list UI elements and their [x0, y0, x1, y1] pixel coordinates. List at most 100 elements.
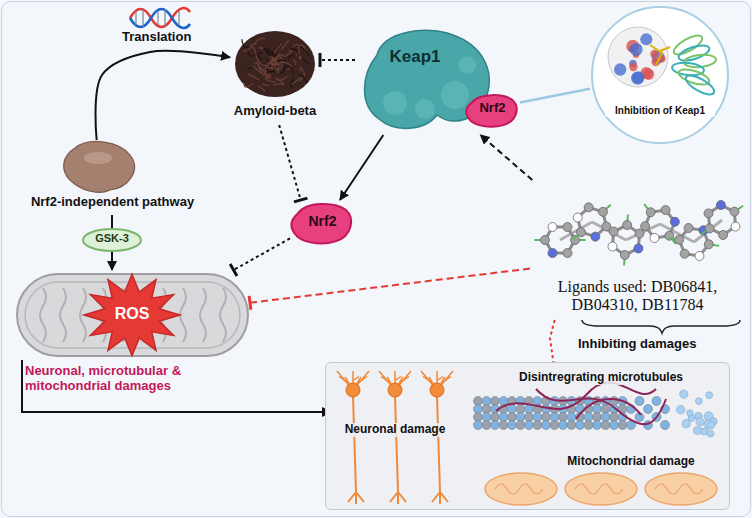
connector — [111, 252, 113, 270]
illustration-part — [632, 71, 645, 84]
illustration-part — [536, 389, 666, 424]
illustration-part — [584, 413, 593, 422]
illustration-part — [680, 249, 689, 258]
node-text: Mitochondrial damage — [551, 455, 711, 469]
illustration-part — [695, 398, 702, 405]
text-holder: Nrf2-independent pathway — [20, 195, 205, 210]
illustration-part — [482, 421, 491, 430]
damage-panel: Neuronal damage Disintregrating microtubu… — [325, 362, 730, 510]
illustration-part — [641, 222, 650, 231]
illustration-part — [576, 399, 641, 419]
illustration-part — [719, 230, 728, 239]
node-text: Ligands used: DB06841, DB04310, DB11784 — [530, 278, 745, 315]
illustration-part — [288, 55, 293, 60]
text-holder: Disintregrating microtubules — [486, 371, 716, 385]
illustration-part — [693, 427, 701, 435]
illustration-part — [567, 421, 576, 430]
neuron-group: Neuronal damage — [331, 368, 461, 506]
illustration-part — [64, 142, 135, 193]
illustration-part — [516, 421, 525, 430]
illustration-part — [282, 40, 289, 49]
illustration-part — [482, 405, 491, 414]
illustration-part — [248, 74, 259, 80]
illustration-part — [584, 421, 593, 430]
mitochondrion-ros: ROS — [15, 270, 250, 360]
text-holder: Ligands used: DB06841, DB04310, DB11784 — [530, 278, 745, 315]
illustration-part — [695, 251, 704, 260]
illustration-part — [559, 413, 568, 422]
illustration-part — [576, 421, 585, 430]
illustration-part — [634, 244, 643, 253]
illustration-part — [565, 473, 637, 505]
illustration-part — [274, 44, 281, 54]
illustration-part — [255, 38, 265, 44]
illustration-part — [235, 31, 315, 97]
node-text: Inhibition of Keap1 — [605, 105, 715, 117]
illustration-part — [244, 83, 253, 87]
illustration-part — [576, 228, 585, 237]
illustration-part — [599, 207, 608, 216]
illustration-part — [677, 42, 711, 63]
illustration-part — [286, 52, 291, 56]
illustration-part — [704, 240, 713, 249]
illustration-part — [533, 421, 542, 430]
illustration-part — [650, 233, 659, 242]
illustration-part — [618, 421, 627, 430]
illustration-part — [346, 383, 360, 397]
illustration-part — [508, 405, 517, 414]
illustration-part — [525, 413, 534, 422]
illustration-part — [635, 397, 644, 406]
illustration-part — [535, 201, 744, 266]
illustration-part — [567, 413, 576, 422]
illustration-part — [474, 382, 718, 437]
illustration-part — [276, 76, 288, 80]
illustration-part — [548, 223, 557, 232]
dna-rungs — [136, 9, 179, 27]
illustration-part — [623, 221, 632, 230]
node-text: Nrf2 — [290, 213, 355, 229]
connector — [250, 269, 530, 303]
illustration-part — [601, 405, 610, 414]
illustration-part — [629, 63, 637, 71]
illustration-part — [499, 413, 508, 422]
text-holder: Inhibition of Keap1 — [605, 105, 715, 117]
illustration-part — [705, 224, 714, 233]
illustration-part — [264, 48, 270, 56]
node-text: Nrf2 — [465, 101, 520, 116]
illustration-part — [474, 397, 483, 406]
illustration-part — [646, 208, 655, 217]
illustration-part — [277, 61, 282, 64]
curly-brace — [582, 320, 740, 333]
text-holder: Neuronal damage — [331, 423, 459, 437]
illustration-part — [655, 484, 703, 494]
illustration-part — [491, 413, 500, 422]
dna-icon — [130, 8, 190, 28]
neuron-group-shape — [331, 368, 461, 506]
illustration-part — [706, 392, 713, 399]
illustration-part — [482, 413, 491, 422]
illustration-part — [701, 428, 708, 435]
illustration-part — [40, 288, 46, 342]
illustration-part — [609, 227, 618, 236]
illustration-part — [542, 413, 551, 422]
text-holder: Nrf2 — [465, 101, 520, 116]
illustration-part — [485, 473, 717, 505]
illustration-part — [235, 31, 315, 97]
illustration-part — [593, 421, 602, 430]
illustration-part — [348, 396, 364, 504]
illustration-part — [258, 86, 264, 91]
illustration-part — [258, 53, 262, 61]
illustration-part — [620, 250, 629, 259]
illustration-part — [591, 232, 600, 241]
illustration-part — [390, 396, 406, 504]
damaged-mitochondria: Mitochondrial damage — [476, 455, 726, 507]
connector — [320, 59, 355, 61]
illustration-part — [661, 421, 670, 430]
connector — [480, 135, 532, 180]
illustration-part — [60, 288, 66, 342]
illustration-part — [388, 383, 402, 397]
illustration-part — [516, 405, 525, 414]
illustration-part — [644, 405, 653, 414]
illustration-part — [652, 397, 661, 406]
